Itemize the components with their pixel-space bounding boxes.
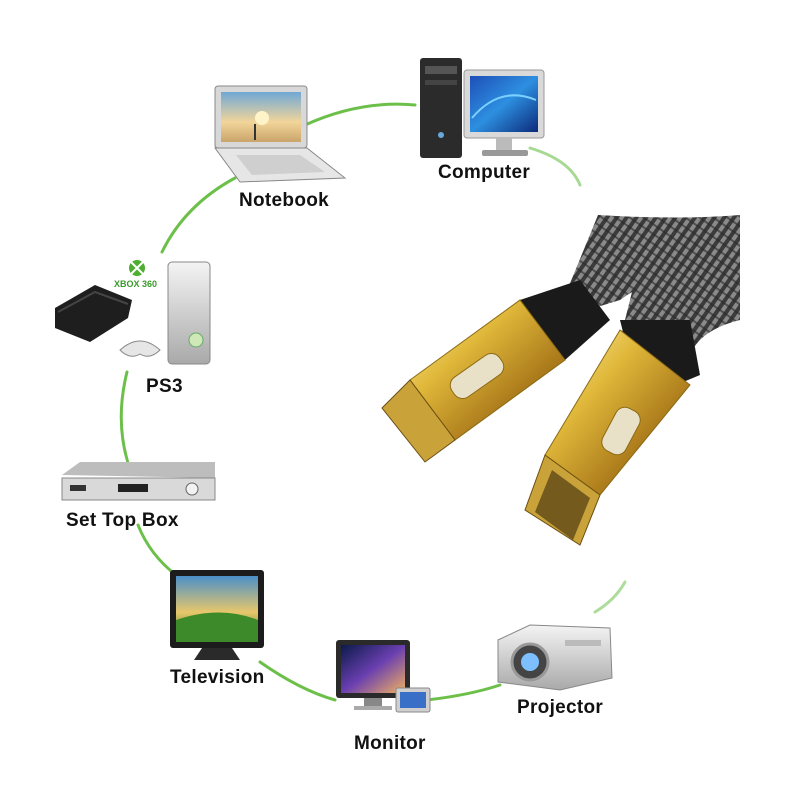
link-settopbox-television (136, 523, 178, 577)
label-ps3: PS3 (146, 376, 183, 397)
xbox-logo-text: XBOX 360 (114, 279, 158, 289)
monitor-icon (336, 640, 431, 713)
label-television: Television (170, 667, 265, 688)
link-notebook-ps3 (160, 176, 237, 254)
link-notebook-computer (303, 102, 417, 127)
television-icon (170, 570, 264, 660)
set-top-box-icon (61, 462, 216, 501)
label-set-top-box: Set Top Box (66, 510, 179, 531)
label-monitor: Monitor (354, 733, 426, 754)
link-monitor-projector (425, 683, 502, 702)
hdmi-cable-icon (381, 215, 740, 546)
link-projector-right (593, 580, 627, 614)
link-television-monitor (258, 660, 337, 702)
link-ps3-settopbox (119, 370, 130, 465)
label-computer: Computer (438, 162, 531, 183)
label-notebook: Notebook (239, 190, 330, 211)
link-computer-cable (528, 146, 582, 187)
game-console-icon (55, 260, 211, 365)
connector-ring (119, 102, 627, 702)
laptop-icon (214, 85, 347, 183)
desktop-computer-icon (420, 58, 545, 158)
projector-icon (497, 624, 613, 691)
label-projector: Projector (517, 697, 604, 718)
